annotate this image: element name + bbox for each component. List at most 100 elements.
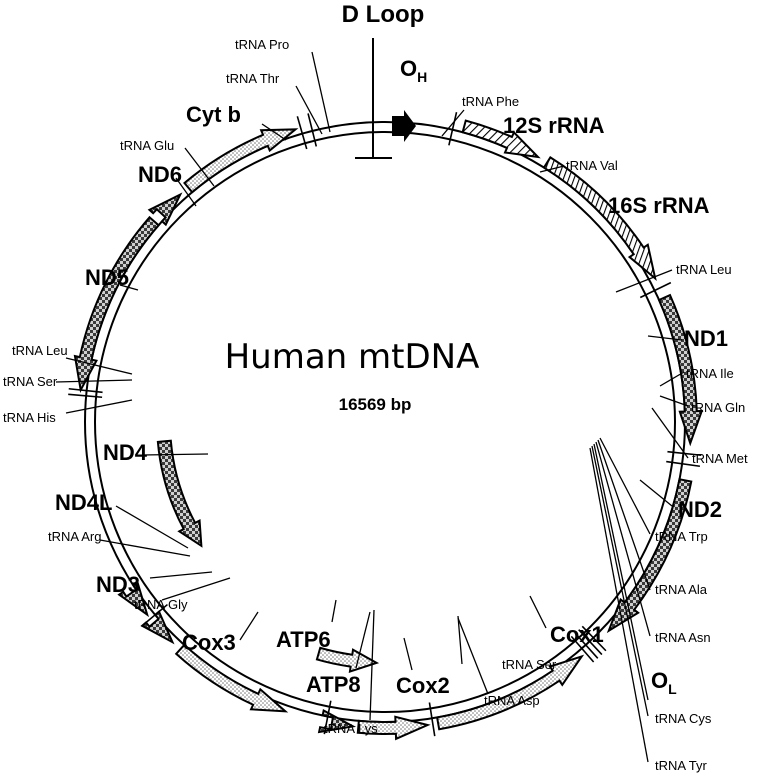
label-trna-trp: tRNA Trp — [655, 529, 708, 544]
label-cyt-b: Cyt b — [186, 102, 241, 127]
label-trna-gln: tRNA Gln — [691, 400, 745, 415]
leader-line — [593, 443, 649, 701]
leader-line — [599, 437, 651, 535]
trna-tick — [307, 113, 318, 147]
leader-line — [311, 51, 331, 133]
leader-line — [141, 453, 209, 456]
label-trna-cys: tRNA Cys — [655, 711, 712, 726]
leader-line — [161, 577, 231, 601]
label-trna-his: tRNA His — [3, 410, 56, 425]
leader-line — [529, 595, 547, 629]
label-trna-glu: tRNA Glu — [120, 138, 174, 153]
trna-tick — [574, 632, 599, 659]
leader-line — [355, 611, 371, 669]
label-cox2: Cox2 — [396, 673, 450, 698]
label-trna-thr: tRNA Thr — [226, 71, 280, 86]
label-trna-val: tRNA Val — [566, 158, 618, 173]
label-trna-met: tRNA Met — [692, 451, 748, 466]
label-trna-ser-2: tRNA Ser — [502, 657, 557, 672]
trna-tick — [578, 629, 603, 656]
label-cox3: Cox3 — [182, 630, 236, 655]
leader-line — [261, 123, 287, 141]
gene-cox1 — [435, 654, 585, 731]
trna-tick — [428, 702, 436, 737]
leader-line — [65, 357, 133, 375]
trna-tick — [140, 603, 168, 628]
gene-16s-rrna — [542, 156, 657, 281]
label-trna-asp: tRNA Asp — [484, 693, 540, 708]
leader-line — [647, 335, 683, 341]
trna-ticks — [68, 111, 702, 737]
label-d-loop: D Loop — [342, 1, 425, 28]
leader-line — [457, 617, 489, 695]
leader-line — [597, 439, 651, 591]
label-nd4: ND4 — [103, 440, 148, 465]
leader-line — [295, 85, 323, 135]
genome-ring-inner — [94, 131, 676, 713]
label-12s-rrna: 12S rRNA — [503, 113, 605, 138]
trna-tick — [448, 111, 458, 146]
label-atp8: ATP8 — [306, 672, 361, 697]
gene-nd2 — [606, 478, 693, 634]
gene-nd5 — [73, 215, 160, 394]
label-trna-lys: tRNA Lys — [324, 721, 378, 736]
leader-line — [331, 599, 337, 623]
label-nd3: ND3 — [96, 572, 140, 597]
label-nd4l: ND4L — [55, 490, 112, 515]
leader-line — [651, 407, 689, 459]
leader-line — [149, 571, 213, 579]
gene-nd6 — [147, 192, 183, 227]
label-ol: OL — [651, 668, 677, 697]
label-trna-ser-1: tRNA Ser — [3, 374, 58, 389]
label-trna-leu-2: tRNA Leu — [676, 262, 732, 277]
oh-arrow-icon — [392, 110, 416, 142]
label-cox1: Cox1 — [550, 622, 604, 647]
leader-line — [595, 441, 651, 637]
genome-size: 16569 bp — [339, 395, 412, 414]
label-nd6: ND6 — [138, 162, 182, 187]
label-trna-arg: tRNA Arg — [48, 529, 101, 544]
gene-cox3 — [174, 643, 289, 713]
leader-line — [369, 609, 375, 721]
label-leaders — [55, 51, 689, 763]
trna-tick — [296, 116, 308, 150]
trna-tick — [323, 700, 332, 735]
gene-nd4l — [117, 581, 149, 618]
trna-tick — [68, 387, 103, 394]
leader-line — [239, 611, 259, 641]
trna-tick — [666, 460, 701, 468]
leader-line — [659, 395, 689, 407]
gene-atp6 — [315, 646, 380, 673]
trna-tick — [639, 281, 672, 299]
gene-12s-rrna — [461, 119, 541, 159]
label-atp6: ATP6 — [276, 627, 331, 652]
leader-line — [99, 539, 191, 557]
leader-line — [589, 447, 649, 763]
gene-nd1 — [657, 293, 704, 447]
gene-nd4 — [156, 439, 203, 548]
label-nd1: ND1 — [684, 326, 728, 351]
label-trna-asn: tRNA Asn — [655, 630, 711, 645]
leader-line — [403, 637, 413, 671]
leader-line — [175, 177, 197, 207]
trna-tick — [581, 625, 607, 652]
label-nd5: ND5 — [85, 265, 129, 290]
label-trna-pro: tRNA Pro — [235, 37, 289, 52]
gene-cox2 — [356, 715, 431, 741]
leader-line — [184, 147, 215, 187]
diagram-title: Human mtDNA — [225, 337, 480, 377]
gene-cyt-b — [183, 128, 299, 194]
leader-line — [591, 445, 649, 717]
gene-nd3 — [140, 609, 175, 645]
label-trna-phe: tRNA Phe — [462, 94, 519, 109]
leader-line — [119, 284, 139, 291]
label-16s-rrna: 16S rRNA — [608, 193, 710, 218]
label-oh: OH — [400, 56, 427, 85]
label-nd2: ND2 — [678, 497, 722, 522]
label-trna-ile: tRNA Ile — [686, 366, 734, 381]
leader-line — [639, 479, 673, 507]
label-trna-tyr: tRNA Tyr — [655, 758, 707, 773]
label-trna-ala: tRNA Ala — [655, 582, 708, 597]
leader-line — [115, 505, 189, 549]
